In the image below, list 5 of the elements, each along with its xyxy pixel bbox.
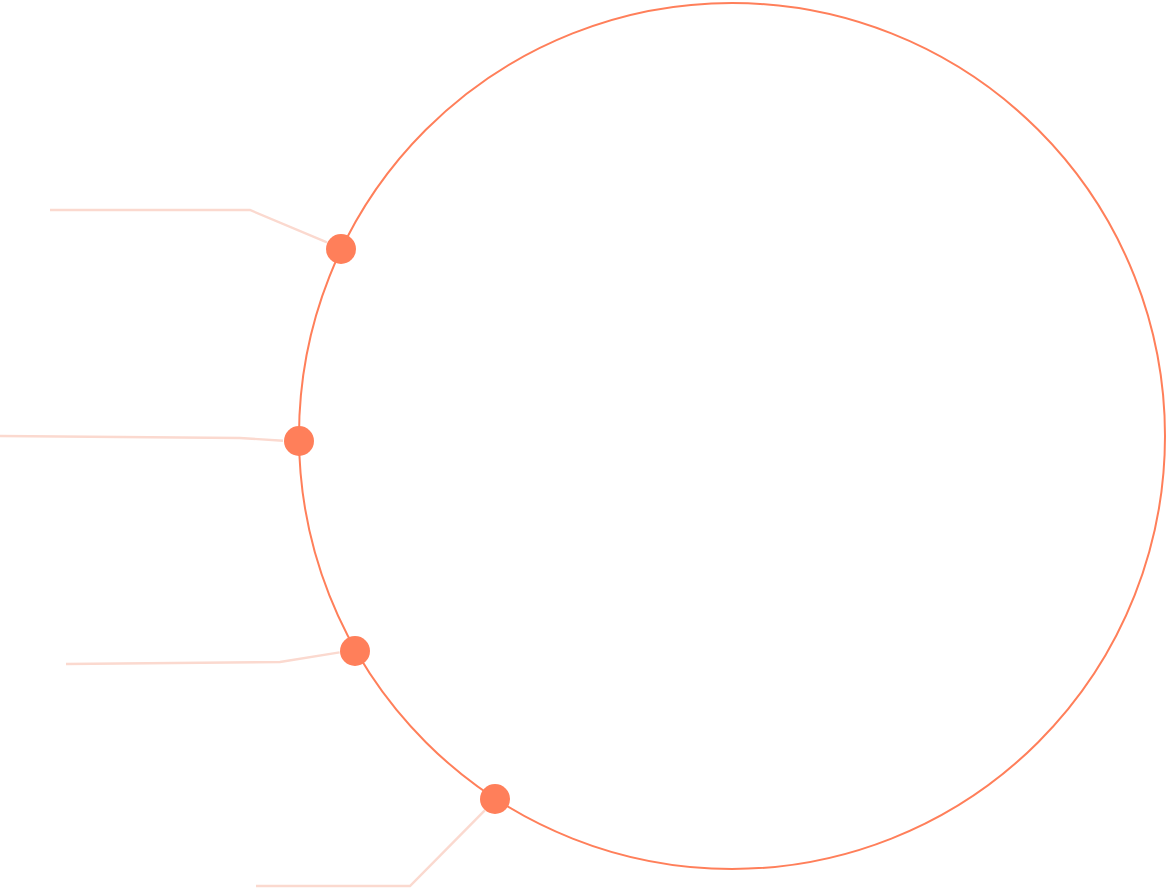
leader-line bbox=[50, 208, 328, 244]
leader-line bbox=[0, 434, 284, 442]
leader-line bbox=[66, 651, 340, 666]
leader-line bbox=[256, 809, 486, 888]
marker-dot bbox=[283, 426, 314, 457]
